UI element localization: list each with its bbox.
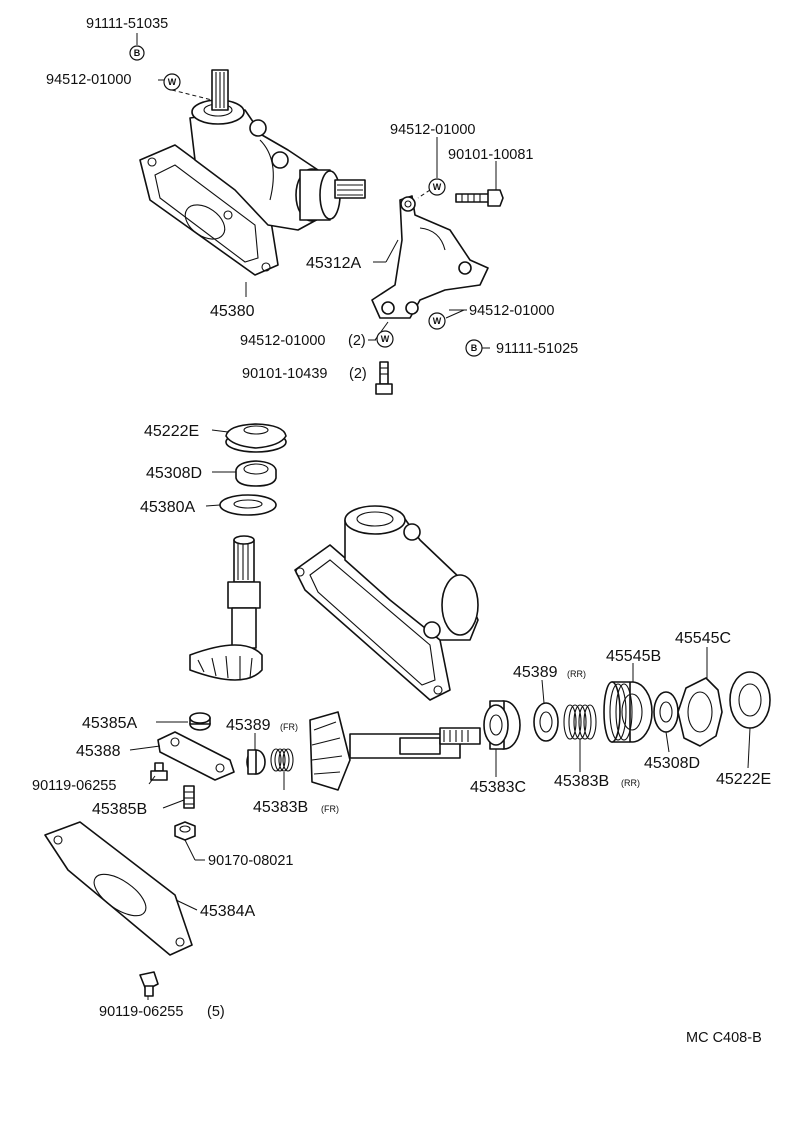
bushing-45389-fr — [246, 749, 266, 775]
label-45383b-fr-sub: (FR) — [321, 804, 339, 814]
plug-45385a — [189, 712, 211, 731]
plate-45388 — [157, 731, 235, 781]
bolt-badge-top: B — [129, 45, 145, 61]
bolt-90101-10439 — [375, 361, 393, 395]
label-91111-51025: 91111-51025 — [496, 341, 578, 357]
leader-lines — [129, 33, 751, 1000]
label-94512-01000-right: 94512-01000 — [469, 303, 554, 319]
label-45383b-rr: 45383B — [554, 773, 609, 790]
screw-45385b — [183, 785, 195, 809]
label-94512-01000-qty2: 94512-01000 — [240, 333, 325, 349]
washer-badge-right: W — [428, 312, 446, 330]
label-90119-06255: 90119-06255 — [32, 778, 116, 794]
label-45383c: 45383C — [470, 779, 526, 796]
spring-45383b-rr — [563, 704, 597, 740]
label-45385a: 45385A — [82, 715, 137, 732]
label-qty-2b: (2) — [349, 366, 367, 382]
washer-badge-bracket: W — [428, 178, 446, 196]
bolt-90101-10081 — [455, 189, 504, 207]
pinion-shaft — [189, 535, 263, 681]
label-45312a: 45312A — [306, 255, 361, 272]
bolt-badge-right: B — [465, 339, 483, 357]
label-94512-01000-bracket: 94512-01000 — [390, 122, 475, 138]
svg-text:W: W — [168, 77, 177, 87]
svg-text:W: W — [433, 316, 442, 326]
label-qty-5: (5) — [207, 1004, 225, 1020]
label-qty-2a: (2) — [348, 333, 366, 349]
label-45389-rr-sub: (RR) — [567, 669, 586, 679]
nut-90170-08021 — [174, 821, 196, 841]
label-45308d-top: 45308D — [146, 465, 202, 482]
svg-text:W: W — [433, 182, 442, 192]
label-90170-08021: 90170-08021 — [208, 853, 293, 869]
gear-housing-body — [294, 505, 479, 701]
label-45389-fr: 45389 — [226, 717, 271, 734]
label-90101-10081: 90101-10081 — [448, 147, 533, 163]
label-45222e-top: 45222E — [144, 423, 199, 440]
label-45389-fr-sub: (FR) — [280, 722, 298, 732]
label-45545b: 45545B — [606, 648, 661, 665]
label-45388: 45388 — [76, 743, 121, 760]
bevel-gear-shaft — [309, 711, 481, 791]
cover-45384a — [44, 821, 193, 956]
label-91111-51035-top: 91111-51035 — [86, 16, 168, 32]
diagram-code: MC C408-B — [686, 1030, 762, 1046]
label-45380: 45380 — [210, 303, 255, 320]
svg-text:W: W — [381, 334, 390, 344]
bearing-45383c — [483, 700, 521, 750]
washer-badge-top: W — [163, 73, 181, 91]
label-45545c: 45545C — [675, 630, 731, 647]
label-45383b-fr: 45383B — [253, 799, 308, 816]
bushing-45389-rr — [533, 702, 559, 742]
adjuster-45545b — [603, 681, 653, 743]
bolt-90119-06255-5 — [139, 971, 159, 997]
locknut-45545c — [677, 677, 723, 747]
label-45384a: 45384A — [200, 903, 255, 920]
label-45380a: 45380A — [140, 499, 195, 516]
washer-badge-left: W — [376, 330, 394, 348]
label-45222e-bottom: 45222E — [716, 771, 771, 788]
washer-45380a — [219, 494, 277, 516]
bolt-90119-06255 — [150, 762, 168, 781]
svg-text:B: B — [471, 343, 478, 353]
label-94512-01000-top: 94512-01000 — [46, 72, 131, 88]
bracket-45312a — [371, 195, 489, 319]
svg-text:B: B — [134, 48, 141, 58]
seal-45222e-top — [225, 423, 287, 453]
bearing-45308d-top — [235, 460, 277, 487]
seal-45222e-bottom — [729, 671, 771, 729]
label-45389-rr: 45389 — [513, 664, 558, 681]
label-45385b: 45385B — [92, 801, 147, 818]
gear-housing-assembly — [139, 69, 366, 276]
label-45383b-rr-sub: (RR) — [621, 778, 640, 788]
bearing-45308d-bottom — [653, 691, 679, 733]
label-90119-06255-qty5: 90119-06255 — [99, 1004, 183, 1020]
label-90101-10439: 90101-10439 — [242, 366, 327, 382]
label-45308d-bottom: 45308D — [644, 755, 700, 772]
spring-45383b-fr — [270, 748, 294, 772]
